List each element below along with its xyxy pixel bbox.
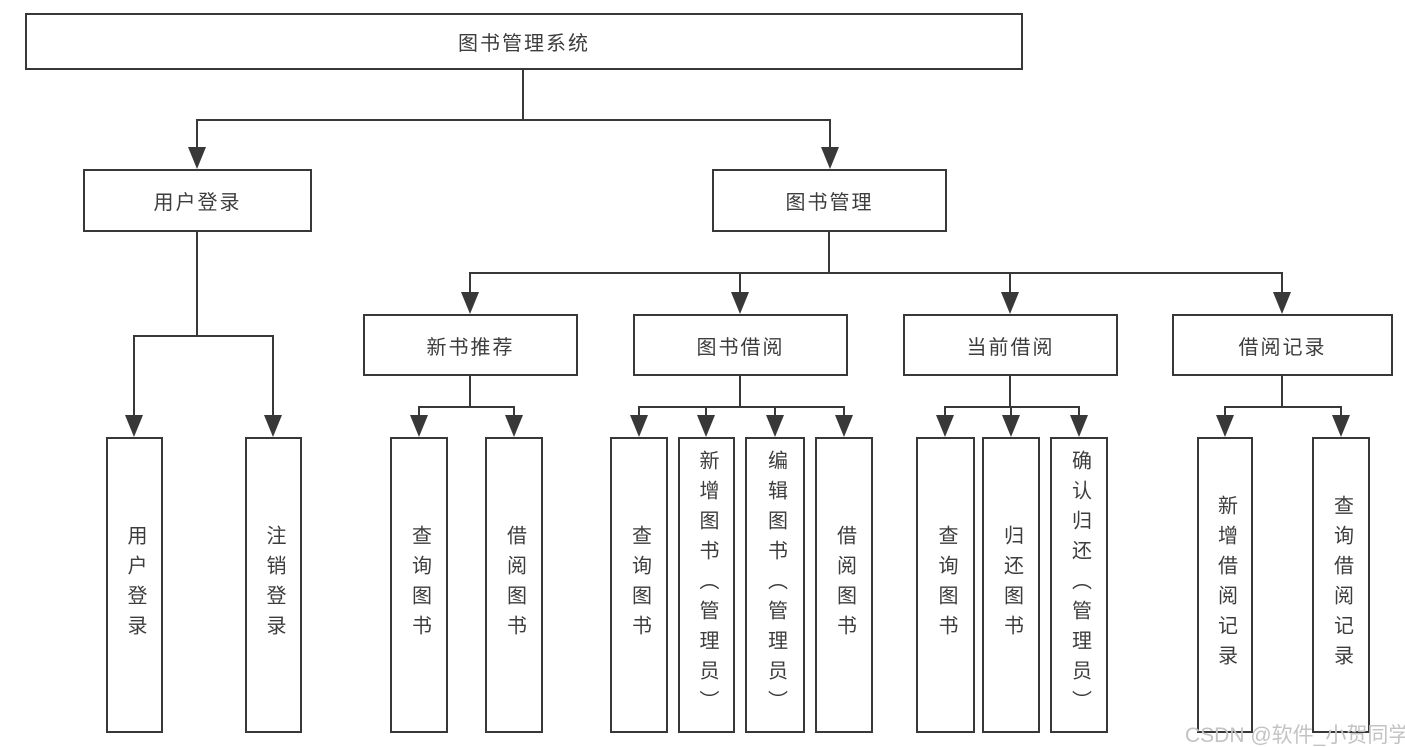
node-borrow-records: 借阅记录 [1172, 314, 1393, 376]
node-user-login: 用户登录 [83, 169, 312, 232]
arrow-down-icon [1001, 292, 1019, 314]
edge-drop-cb-query [944, 406, 946, 417]
edge-root-drop-book-management [829, 119, 831, 149]
leaf-current-return-books: 归还图书 [982, 437, 1040, 733]
arrow-down-icon [766, 415, 784, 437]
arrow-down-icon [410, 415, 428, 437]
edge-user-login-trunk [196, 232, 198, 337]
arrow-down-icon [697, 415, 715, 437]
leaf-borrowing-add-books-admin: 新增图书（管理员） [678, 437, 735, 733]
node-current-borrowing: 当前借阅 [903, 314, 1118, 376]
leaf-user-login: 用户登录 [106, 437, 163, 733]
arrow-down-icon [461, 292, 479, 314]
edge-user-login-drop-login [133, 335, 135, 417]
node-root: 图书管理系统 [25, 13, 1023, 70]
arrow-down-icon [188, 147, 206, 169]
csdn-watermark: CSDN @软件_小贺同学 [1185, 724, 1405, 747]
arrow-down-icon [1070, 415, 1088, 437]
edge-drop-borrow-records [1281, 272, 1283, 294]
leaf-newbook-borrow-books: 借阅图书 [485, 437, 543, 733]
arrow-down-icon [936, 415, 954, 437]
edge-root-drop-user-login [196, 119, 198, 149]
edge-current-borrowing-bus [944, 406, 1080, 408]
node-book-management: 图书管理 [712, 169, 947, 232]
arrow-down-icon [1273, 292, 1291, 314]
leaf-borrowing-edit-books-admin: 编辑图书（管理员） [745, 437, 805, 733]
arrow-down-icon [125, 415, 143, 437]
edge-borrow-records-bus [1224, 406, 1342, 408]
edge-root-bus [196, 119, 831, 121]
edge-drop-nb-borrow [513, 406, 515, 417]
edge-book-management-trunk [828, 232, 830, 274]
leaf-records-add-record: 新增借阅记录 [1197, 437, 1253, 733]
edge-drop-cb-return [1010, 406, 1012, 417]
edge-book-borrowing-trunk [739, 376, 741, 408]
leaf-newbook-query-books: 查询图书 [390, 437, 448, 733]
arrow-down-icon [505, 415, 523, 437]
arrow-down-icon [821, 147, 839, 169]
edge-user-login-bus [133, 335, 274, 337]
node-new-book-recommend: 新书推荐 [363, 314, 578, 376]
edge-drop-bb-borrow [843, 406, 845, 417]
edge-new-book-recommend-bus [418, 406, 515, 408]
arrow-down-icon [835, 415, 853, 437]
leaf-borrowing-borrow-books: 借阅图书 [815, 437, 873, 733]
edge-drop-bb-query [638, 406, 640, 417]
arrow-down-icon [731, 292, 749, 314]
arrow-down-icon [630, 415, 648, 437]
leaf-current-query-books: 查询图书 [916, 437, 975, 733]
arrow-down-icon [264, 415, 282, 437]
edge-drop-bb-add [705, 406, 707, 417]
node-book-borrowing: 图书借阅 [633, 314, 848, 376]
edge-drop-br-add [1224, 406, 1226, 417]
edge-book-borrowing-bus [638, 406, 845, 408]
edge-drop-new-book-recommend [469, 272, 471, 294]
edge-current-borrowing-trunk [1009, 376, 1011, 408]
edge-user-login-drop-logout [272, 335, 274, 417]
edge-new-book-recommend-trunk [469, 376, 471, 408]
edge-root-trunk [522, 70, 524, 121]
leaf-borrowing-query-books: 查询图书 [610, 437, 668, 733]
leaf-logout: 注销登录 [245, 437, 302, 733]
edge-drop-bb-edit [774, 406, 776, 417]
edge-borrow-records-trunk [1281, 376, 1283, 408]
leaf-records-query-record: 查询借阅记录 [1312, 437, 1370, 733]
edge-drop-cb-confirm [1078, 406, 1080, 417]
arrow-down-icon [1216, 415, 1234, 437]
arrow-down-icon [1002, 415, 1020, 437]
leaf-current-confirm-return-admin: 确认归还（管理员） [1050, 437, 1108, 733]
edge-book-management-bus [469, 272, 1283, 274]
edge-drop-nb-query [418, 406, 420, 417]
edge-drop-br-query [1340, 406, 1342, 417]
arrow-down-icon [1332, 415, 1350, 437]
edge-drop-current-borrowing [1009, 272, 1011, 294]
edge-drop-book-borrowing [739, 272, 741, 294]
